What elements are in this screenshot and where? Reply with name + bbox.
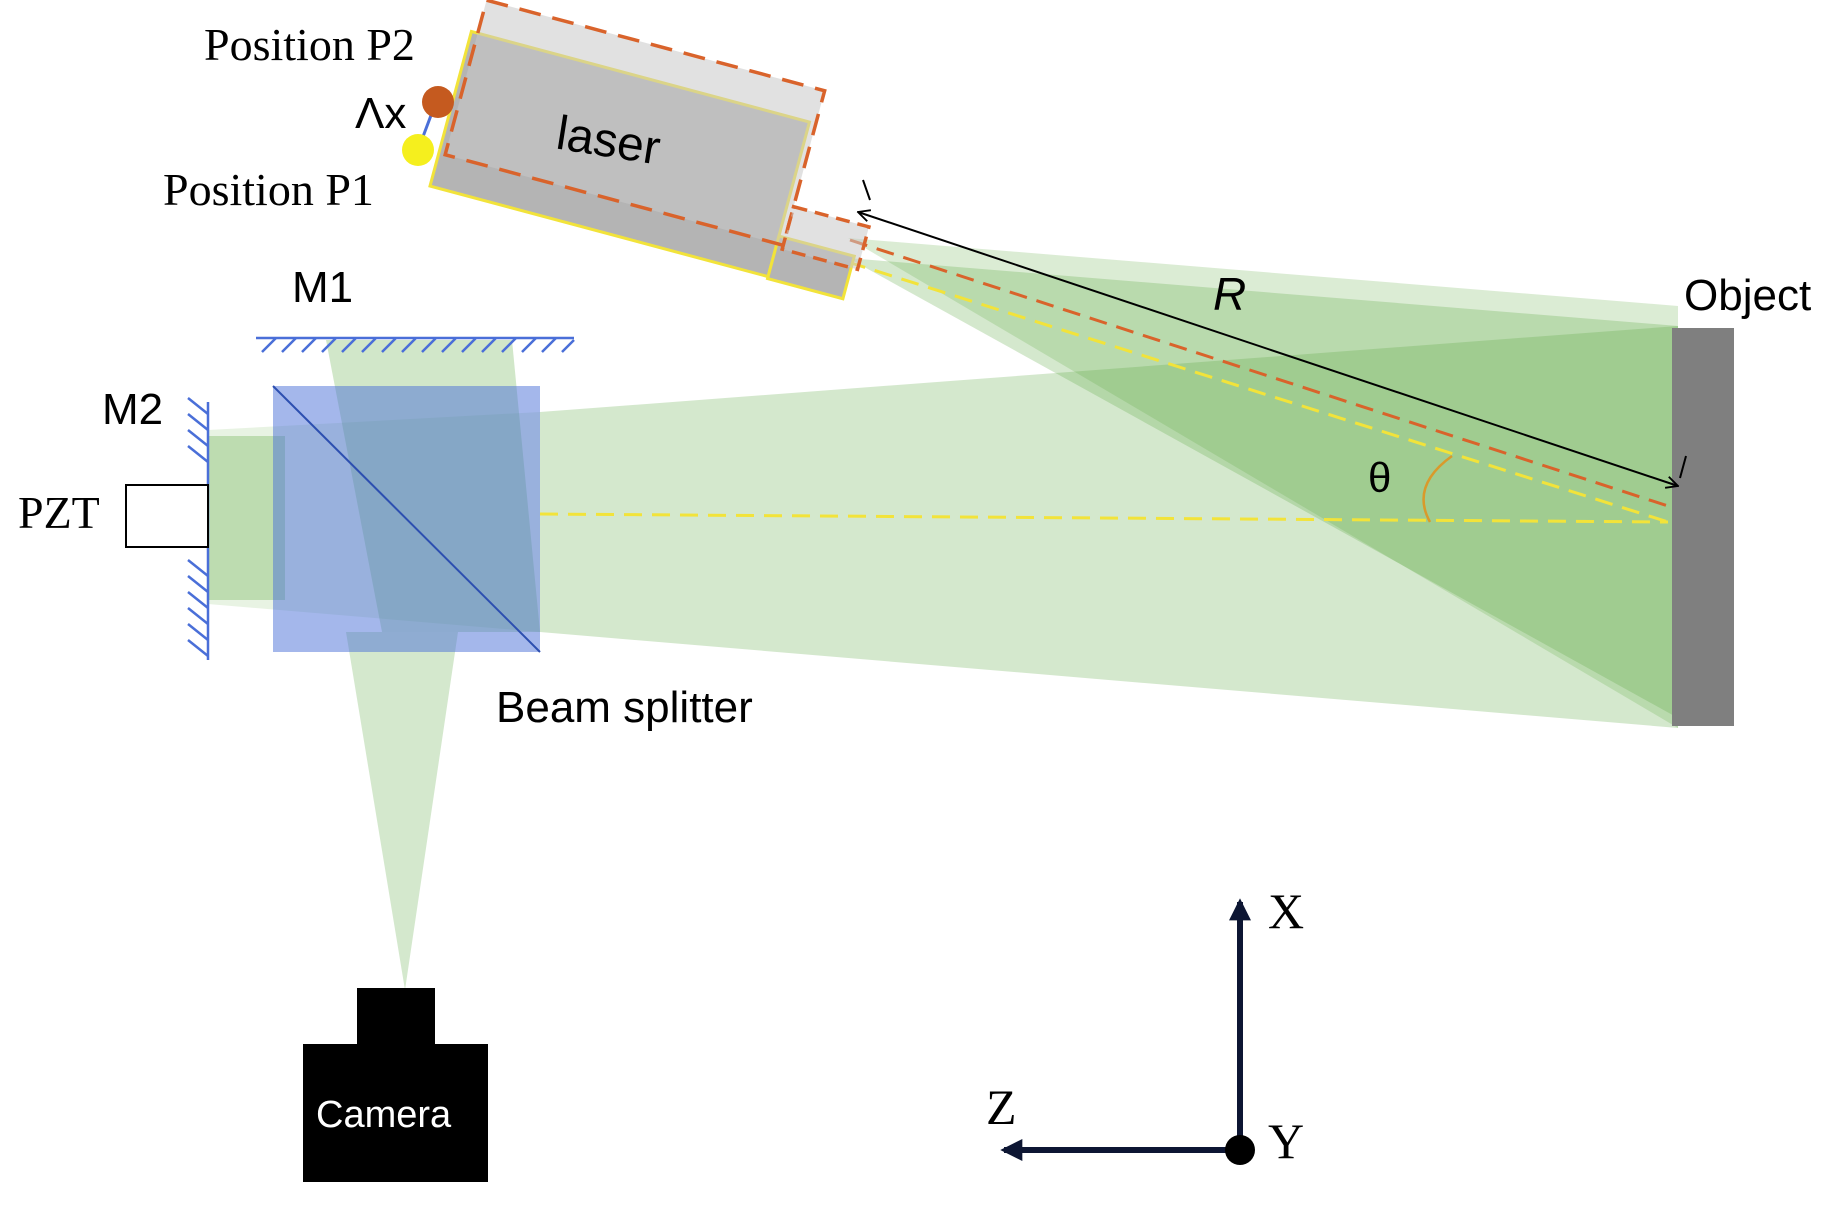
- object-beam: [540, 326, 1678, 728]
- beam-splitter-diagonal: [272, 385, 541, 653]
- camera: [303, 988, 488, 1182]
- camera-beam: [346, 632, 458, 990]
- camera-lens: [357, 988, 435, 1046]
- beam-splitter: [272, 385, 541, 653]
- object-label: Object: [1684, 271, 1811, 320]
- position-p1-label: Position P1: [163, 164, 374, 215]
- distance-r-label: R: [1213, 268, 1246, 320]
- lambda-x-label: Λx: [355, 89, 406, 138]
- mirror-m2-label: M2: [102, 385, 163, 434]
- y-axis-origin-dot: [1225, 1135, 1255, 1165]
- pzt-label: PZT: [18, 487, 100, 538]
- laser-p2: [443, 0, 872, 272]
- camera-body: [303, 1044, 488, 1182]
- camera-label: Camera: [316, 1094, 452, 1136]
- angle-theta-label: θ: [1368, 454, 1391, 501]
- ray-object-to-splitter: [539, 512, 1669, 524]
- axis-z-label: Z: [986, 1079, 1017, 1135]
- position-p2-label: Position P2: [204, 19, 415, 70]
- mirror-m1: [256, 336, 575, 353]
- position-p1-marker: [402, 134, 434, 166]
- axis-x-label: X: [1268, 883, 1304, 939]
- beam-splitter-label: Beam splitter: [496, 683, 753, 732]
- reference-beam-m2: [208, 436, 285, 600]
- pzt-actuator: [125, 484, 209, 548]
- angle-theta-arc: [1422, 454, 1453, 523]
- position-p2-marker: [422, 86, 454, 118]
- axis-y-label: Y: [1268, 1113, 1304, 1169]
- distance-r-arrow: [858, 212, 1678, 486]
- distance-r-tick-end: [1679, 455, 1687, 479]
- distance-r-tick-start: [862, 179, 871, 201]
- object-surface: [1672, 328, 1734, 726]
- coordinate-axes: [1000, 898, 1255, 1165]
- mirror-m1-label: M1: [292, 263, 353, 312]
